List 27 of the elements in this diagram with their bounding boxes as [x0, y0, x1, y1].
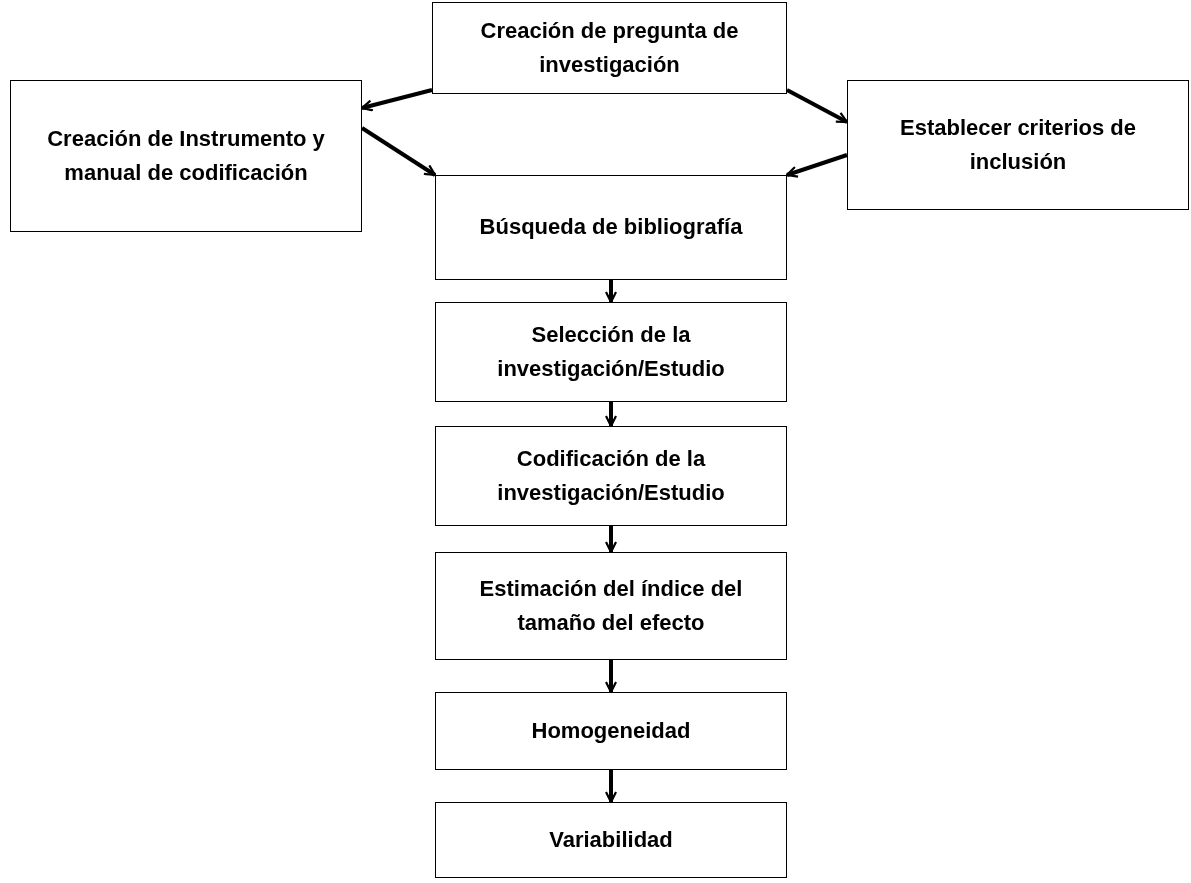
arrow — [604, 280, 618, 304]
arrow — [604, 770, 618, 804]
box-label: Establecer criterios de inclusión — [899, 113, 1137, 176]
arrow — [604, 402, 618, 428]
process-box — [10, 80, 362, 232]
box-label: Búsqueda de bibliografía — [479, 213, 743, 242]
box-label: Creación de Instrumento y manual de codificación — [46, 124, 326, 187]
arrow — [360, 88, 433, 112]
arrow — [604, 526, 618, 554]
box-label: Codificación de la investigación/Estudio — [496, 444, 726, 507]
process-box — [435, 802, 787, 878]
arrow — [604, 660, 618, 694]
box-label: Selección de la investigación/Estudio — [496, 320, 726, 383]
process-box — [435, 175, 787, 280]
process-box — [435, 692, 787, 770]
arrow — [360, 126, 437, 177]
process-box — [435, 302, 787, 402]
box-label: Homogeneidad — [531, 716, 691, 745]
process-box — [435, 552, 787, 660]
box-label: Estimación del índice del tamaño del efecto — [478, 574, 744, 637]
process-box — [432, 2, 787, 94]
arrow — [786, 88, 849, 124]
box-label: Variabilidad — [549, 825, 673, 854]
box-label: Creación de pregunta de investigación — [479, 16, 740, 79]
process-box — [435, 426, 787, 526]
process-box — [847, 80, 1189, 210]
arrow — [785, 153, 848, 178]
